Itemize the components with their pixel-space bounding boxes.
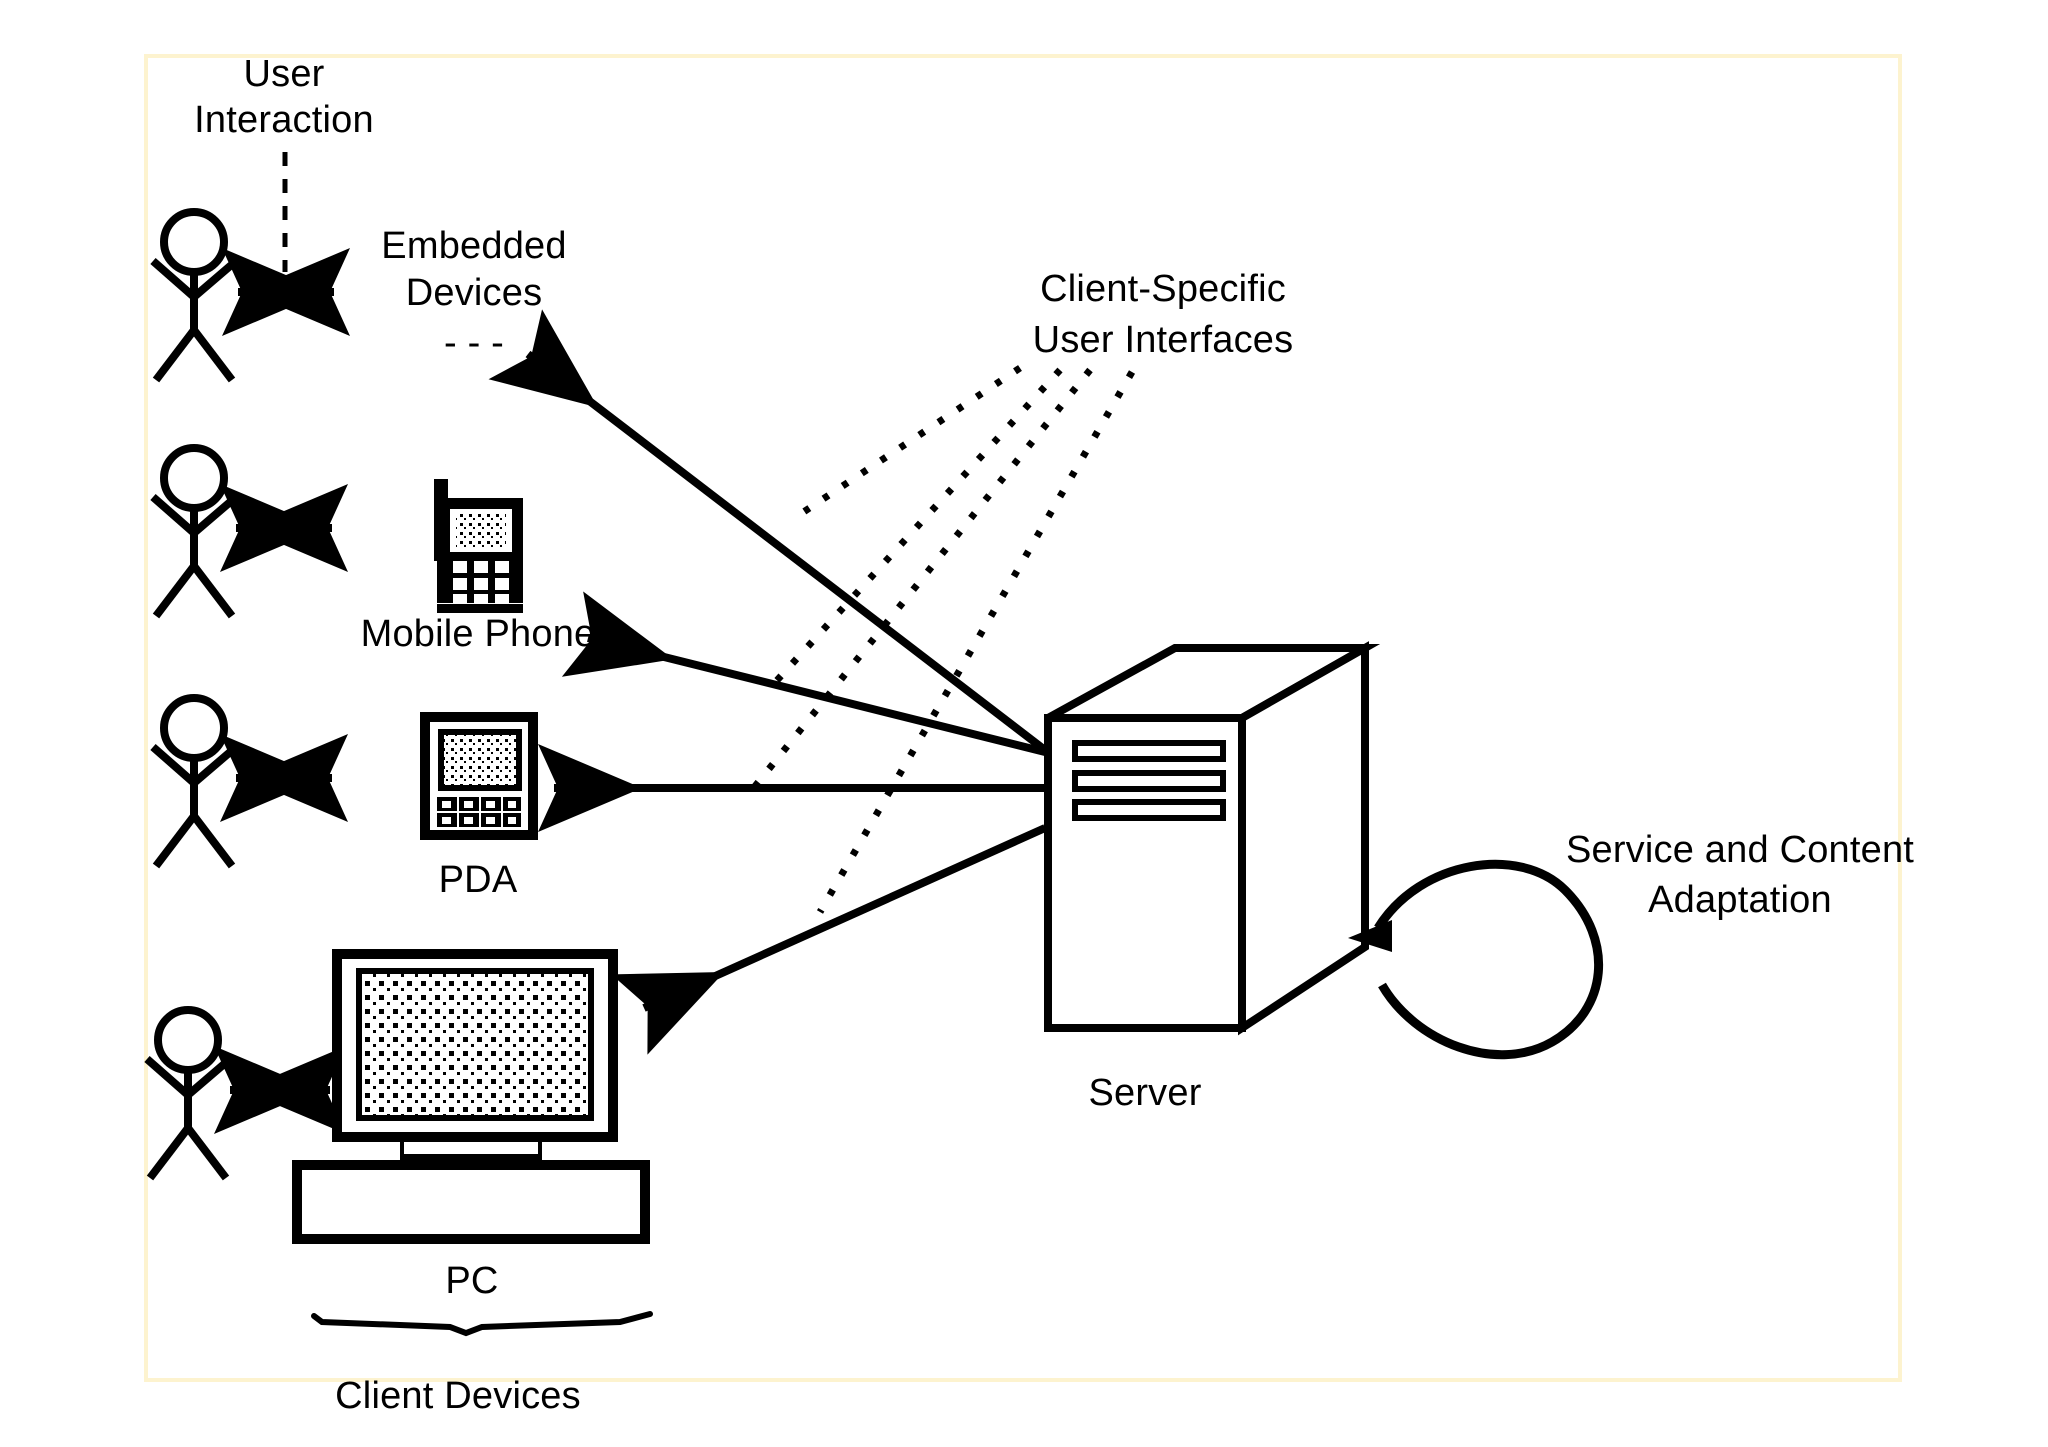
client-specific-label-line2: User Interfaces xyxy=(1033,319,1294,361)
actor-embedded xyxy=(150,208,239,383)
link-server-to-mobile-phone xyxy=(561,591,1046,756)
link-server-to-pc xyxy=(611,824,1047,1055)
server-label: Server xyxy=(1088,1072,1201,1114)
pda-label: PDA xyxy=(439,859,518,901)
adaptation-label-line2: Adaptation xyxy=(1648,879,1832,921)
embedded-devices-label-line2: Devices xyxy=(406,272,543,314)
adaptation-loop-arrow xyxy=(1348,859,1604,1060)
actor-pda xyxy=(150,694,239,869)
page-border xyxy=(144,54,1902,1382)
client-devices-label: Client Devices xyxy=(335,1375,581,1417)
leader-line-2 xyxy=(767,367,1063,691)
pc-icon xyxy=(292,949,650,1244)
user-interaction-label-line2: Interaction xyxy=(194,99,374,141)
mobile-phone-icon xyxy=(434,479,523,613)
embedded-devices-ellipsis: - - - xyxy=(444,322,504,364)
pc-label: PC xyxy=(445,1260,498,1302)
client-specific-leader-lines xyxy=(749,365,1136,914)
embedded-devices-label-line1: Embedded xyxy=(381,225,566,267)
actor-pc xyxy=(144,1006,233,1181)
actor-mobile-phone xyxy=(150,444,239,619)
user-interaction-label-line1: User xyxy=(243,53,324,95)
adaptation-label-line1: Service and Content xyxy=(1566,829,1914,871)
server-icon xyxy=(1044,641,1381,1036)
client-devices-brace xyxy=(311,1311,653,1337)
client-specific-label-line1: Client-Specific xyxy=(1040,268,1286,310)
mobile-phone-label: Mobile Phone xyxy=(361,613,596,655)
pda-icon xyxy=(420,712,538,840)
link-server-to-embedded xyxy=(488,309,1048,754)
